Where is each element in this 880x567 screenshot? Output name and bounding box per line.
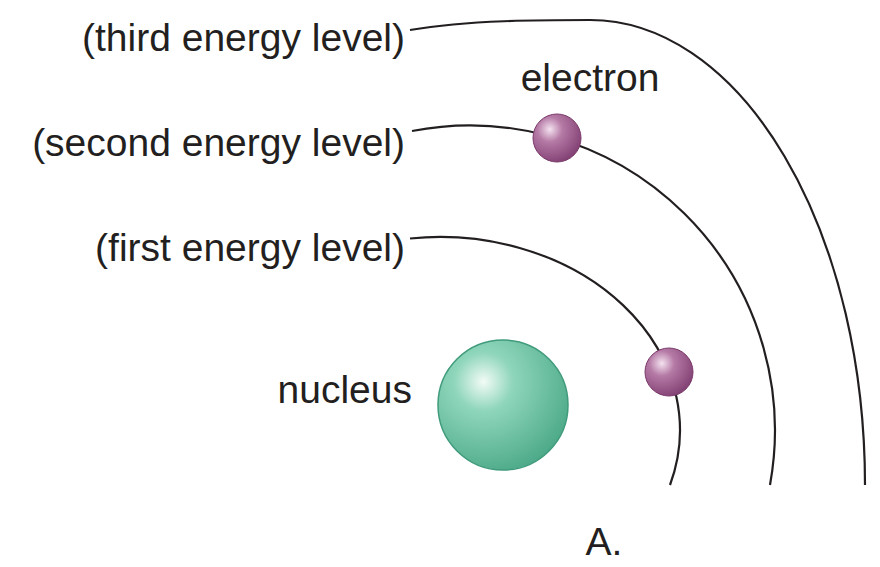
- level-label: (third energy level): [82, 16, 405, 61]
- second-level-arc: [412, 125, 775, 485]
- part-label: electron: [521, 56, 660, 101]
- electron-sphere: [533, 114, 581, 162]
- nucleus-sphere: [438, 340, 568, 470]
- electron-sphere: [645, 348, 693, 396]
- figure-label: A.: [586, 520, 623, 565]
- level-label: (first energy level): [95, 226, 405, 271]
- first-level-arc: [410, 237, 680, 485]
- part-label: nucleus: [278, 368, 412, 413]
- level-label: (second energy level): [32, 121, 405, 166]
- third-level-arc: [410, 20, 865, 485]
